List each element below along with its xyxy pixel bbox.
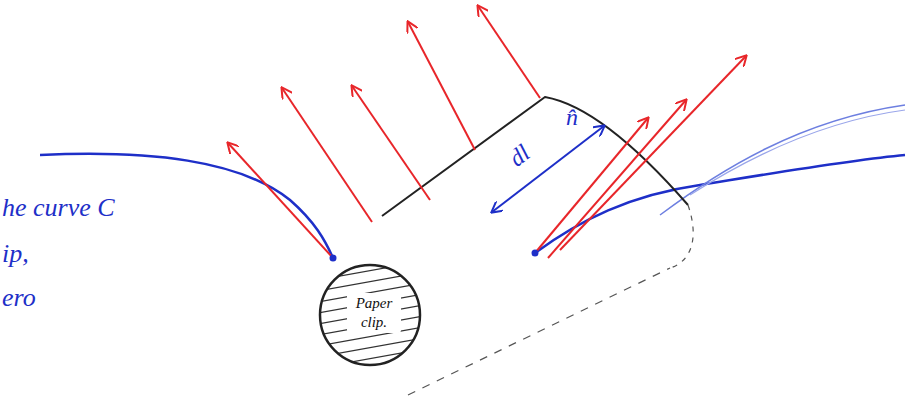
length-arrow: [492, 126, 604, 212]
cylinder-outline: [408, 268, 670, 395]
curve: [660, 105, 905, 215]
curve: [535, 155, 905, 253]
note-text: he curve C: [2, 194, 115, 223]
contact-dot: [532, 250, 539, 257]
note-text: ip,: [2, 240, 29, 269]
paper-clip-section: Paper clip.: [318, 263, 422, 367]
symbol-label: n̂: [566, 104, 578, 130]
symbol-label: dl: [504, 139, 535, 171]
note-text: ero: [2, 284, 36, 313]
shape-label: Paper clip.: [347, 293, 401, 333]
cylinder-outline: [670, 205, 693, 268]
curve: [690, 110, 905, 195]
contact-dot: [330, 255, 337, 262]
normal-arrows: [228, 6, 746, 258]
